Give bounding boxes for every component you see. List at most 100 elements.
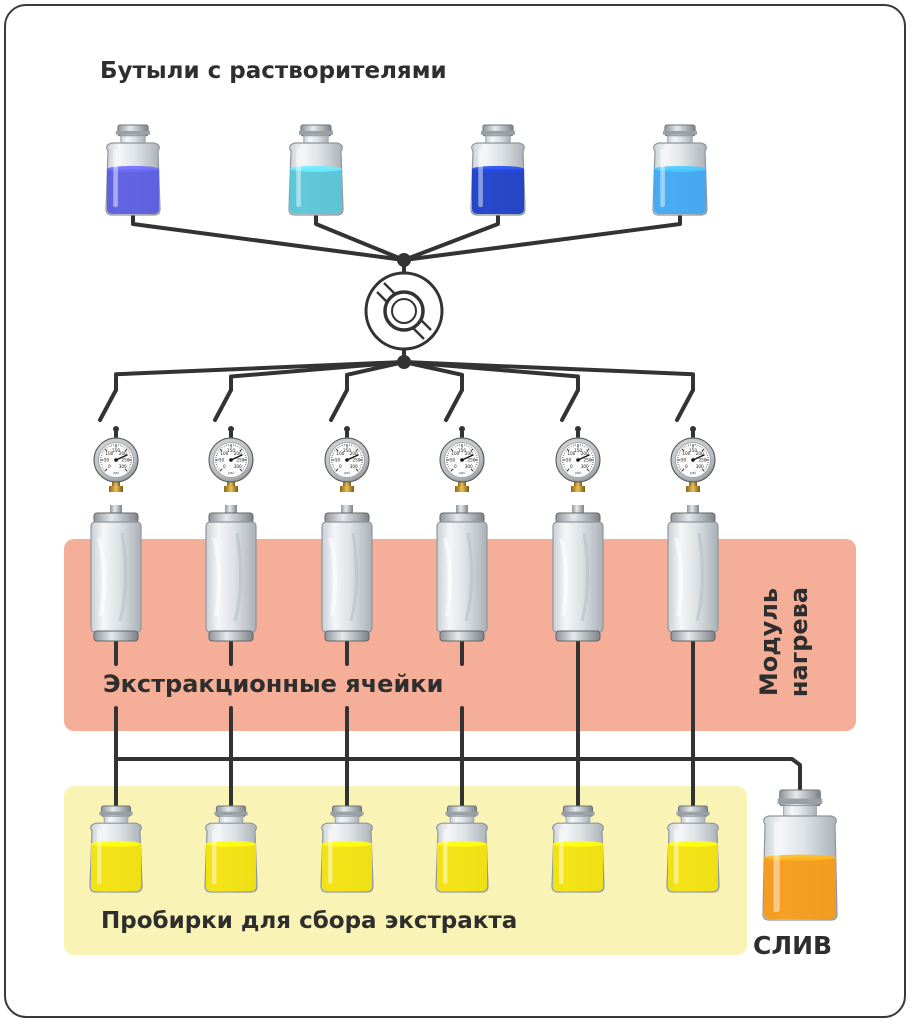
gauge-tick — [450, 448, 454, 452]
gauge-tick — [590, 466, 593, 468]
gauge-tick — [216, 466, 219, 468]
gauge-tick — [468, 445, 470, 448]
gauge-tick-label: 300 — [581, 464, 589, 469]
gauge-tick — [447, 466, 450, 468]
gauge-tick — [332, 466, 335, 468]
gauge-tick-label: 100 — [451, 451, 459, 456]
gauge-unit-label: psi — [344, 471, 349, 475]
gauge-tick — [568, 446, 570, 449]
gauge-nut — [686, 486, 700, 492]
gauge-tick — [570, 445, 572, 448]
gauge-tick-label: 100 — [682, 451, 690, 456]
gauge-tick — [586, 468, 590, 472]
bottle-cap-ring — [99, 811, 133, 816]
glass-highlight — [442, 829, 448, 884]
cell-highlight — [443, 537, 453, 617]
solvent-bottle-3 — [470, 124, 526, 216]
gauge-pivot — [229, 458, 233, 462]
switch-lever-1 — [98, 388, 118, 422]
cell-top-fitting — [225, 505, 237, 515]
liquid-surface — [322, 840, 372, 847]
solvent-bottles-title: Бутыли с растворителями — [100, 58, 447, 84]
collection-tubes-label: Пробирки для сбора экстракта — [101, 908, 518, 934]
collection-tube-2 — [204, 805, 258, 893]
gauge-tick — [470, 446, 472, 449]
gauge-tick-label: 150 — [458, 448, 466, 453]
gauge-tick-label: 100 — [567, 451, 575, 456]
gauge-tick — [102, 468, 105, 470]
gauge-tick-label: 200 — [581, 451, 589, 456]
gauge-tick — [564, 450, 567, 452]
cell-reflection — [118, 532, 128, 622]
gauge-tick — [563, 466, 566, 468]
liquid-surface — [290, 165, 342, 172]
glass-highlight — [113, 149, 118, 207]
gauge-tick — [337, 446, 339, 449]
liquid-surface — [764, 854, 836, 861]
gauge-tick — [333, 450, 336, 452]
gauge-pivot — [691, 458, 695, 462]
extraction-cell-2 — [205, 505, 257, 642]
gauge-tick — [701, 446, 703, 449]
gauge-nut — [340, 486, 354, 492]
valve-core — [391, 298, 417, 324]
gauge-tick — [563, 452, 566, 454]
bottle-cap-ring — [445, 811, 479, 816]
extraction-cell-5 — [552, 505, 604, 642]
gauge-tick — [358, 450, 361, 452]
gauge-tick-label: 300 — [350, 464, 358, 469]
gauge-tick — [447, 452, 450, 454]
glass-highlight — [211, 829, 217, 884]
bottle-cap-ring — [115, 130, 151, 135]
cell-bottom-cap — [439, 630, 485, 642]
heating-module-label-line1: Модуль — [755, 587, 783, 697]
gauge-tick-label: 200 — [234, 451, 242, 456]
gauge-tick-label: 300 — [465, 464, 473, 469]
gauge-tick — [589, 468, 592, 470]
bottle-liquid — [764, 857, 836, 919]
gauge-tick — [474, 466, 477, 468]
gauge-tick-label: 50 — [450, 458, 456, 463]
gauge-tick-label: 50 — [219, 458, 225, 463]
glass-highlight — [660, 149, 665, 207]
drain-manifold-line — [114, 757, 802, 794]
gauge-tick-label: 150 — [689, 448, 697, 453]
gauge-tick — [448, 450, 451, 452]
switch-lever-4 — [444, 388, 464, 422]
inlet-junction — [397, 253, 411, 267]
gauge-tick — [242, 450, 245, 452]
gauge-tick — [124, 468, 128, 472]
gauge-tick — [701, 468, 705, 472]
gauge-tick — [681, 448, 685, 452]
collection-tube-3 — [320, 805, 374, 893]
gauge-tick — [678, 452, 681, 454]
gauge-unit-label: psi — [575, 471, 580, 475]
gauge-unit-label: psi — [690, 471, 695, 475]
extraction-cell-4 — [436, 505, 488, 642]
bottle-liquid — [437, 843, 487, 891]
gauge-needle — [346, 454, 359, 461]
cell-highlight — [212, 537, 222, 617]
extraction-cell-1 — [90, 505, 142, 642]
gauge-tick — [681, 468, 685, 472]
gauge-tick — [590, 452, 593, 454]
outlet-junction — [397, 355, 411, 369]
gauge-tick-label: 300 — [234, 464, 242, 469]
collection-tube-5 — [551, 805, 605, 893]
switch-lever-5 — [560, 388, 580, 422]
collection-zone — [64, 786, 747, 955]
gauge-tick-label: 200 — [119, 451, 127, 456]
gauge-tick — [128, 452, 131, 454]
cell-highlight — [559, 537, 569, 617]
gauge-tick — [127, 450, 130, 452]
gauge-needle — [577, 454, 590, 461]
bottle-cap-ring — [662, 130, 698, 135]
gauge-tick — [454, 445, 456, 448]
liquid-surface — [654, 165, 706, 172]
gauge-tick — [679, 450, 682, 452]
switch-lever-3 — [329, 388, 349, 422]
diagram-frame — [4, 4, 906, 1018]
gauge-tick — [127, 468, 130, 470]
